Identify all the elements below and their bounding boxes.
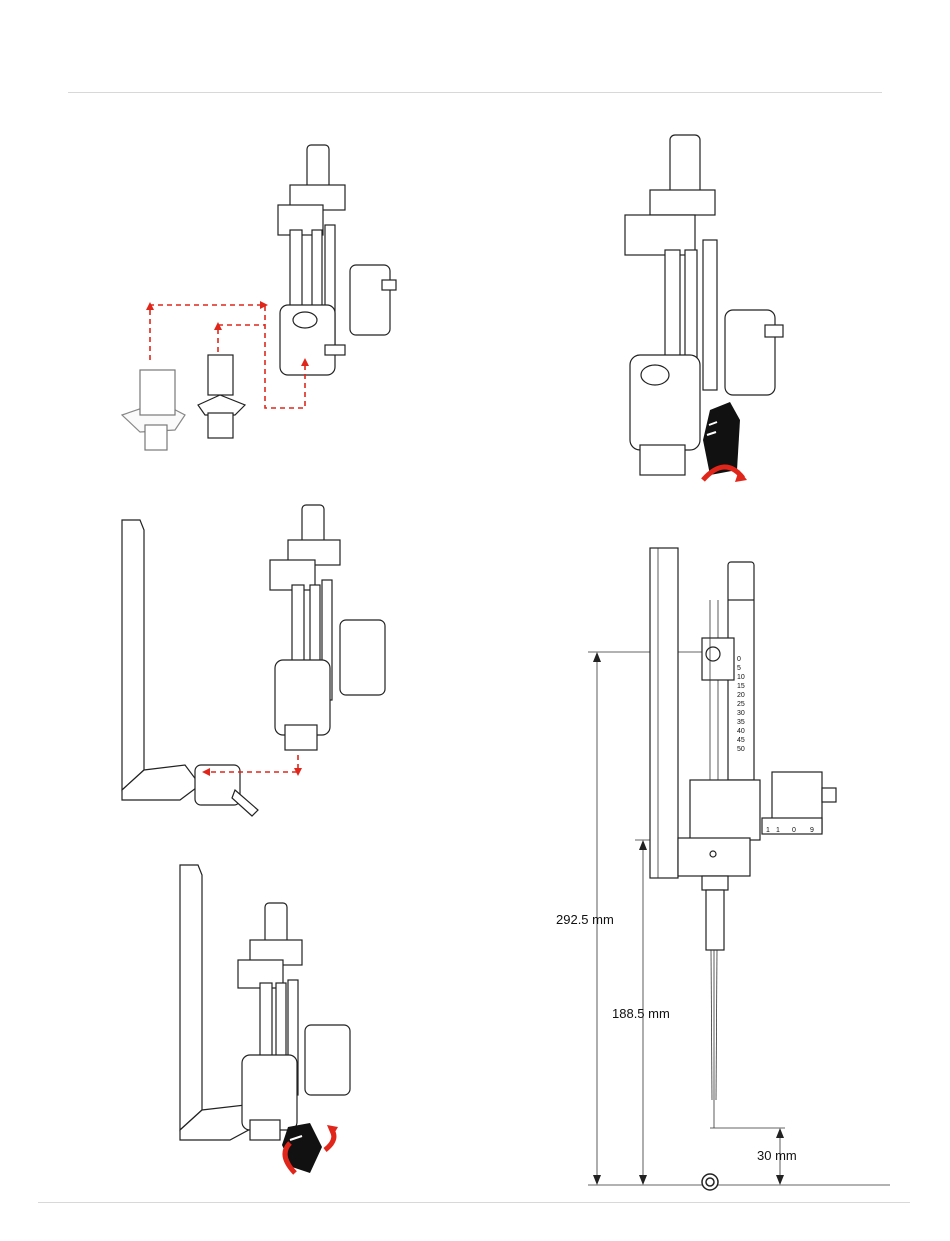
scale-mark: 20 — [737, 692, 745, 699]
tip-clearance-label: 30 mm — [757, 1148, 797, 1163]
overall-height-label: 292.5 mm — [556, 912, 614, 927]
scale-mark: 0 — [737, 656, 741, 663]
scale-mark: 45 — [737, 737, 745, 744]
vernier-mark: 1 — [776, 827, 780, 834]
vernier-mark: 9 — [810, 827, 814, 834]
figure-dimensions: 292.5 mm 188.5 mm 30 mm 0 5 10 15 20 25 … — [540, 540, 900, 1200]
adapter-right-drawing — [198, 355, 245, 438]
micromanipulator-drawing-large — [625, 135, 783, 475]
scale-mark: 15 — [737, 683, 745, 690]
figure-clamp-tighten — [170, 855, 400, 1180]
micromanipulator-side-view — [678, 562, 836, 1128]
micromanipulator-drawing — [270, 505, 385, 750]
vernier-mark: 1 — [766, 827, 770, 834]
footer-rule — [38, 1202, 910, 1203]
scale-mark: 25 — [737, 701, 745, 708]
vernier-mark: 0 — [792, 827, 796, 834]
vertical-rod-drawing — [650, 548, 678, 878]
header-rule — [68, 92, 882, 93]
vertical-rod-drawing — [122, 520, 258, 816]
scale-mark: 10 — [737, 674, 745, 681]
figure-hand-tighten — [615, 130, 815, 490]
figure-rod-mount — [110, 500, 410, 830]
micromanipulator-drawing — [278, 145, 396, 375]
scale-mark: 50 — [737, 746, 745, 753]
adapter-left-drawing — [122, 370, 185, 450]
base-fastener-icon — [702, 1174, 718, 1190]
figure-adapter-swap — [100, 130, 420, 470]
scale-mark: 40 — [737, 728, 745, 735]
micromanipulator-drawing — [238, 903, 350, 1140]
scale-mark: 30 — [737, 710, 745, 717]
scale-mark: 5 — [737, 665, 741, 672]
scale-mark: 35 — [737, 719, 745, 726]
hand-icon — [703, 402, 740, 475]
mount-height-label: 188.5 mm — [612, 1006, 670, 1021]
